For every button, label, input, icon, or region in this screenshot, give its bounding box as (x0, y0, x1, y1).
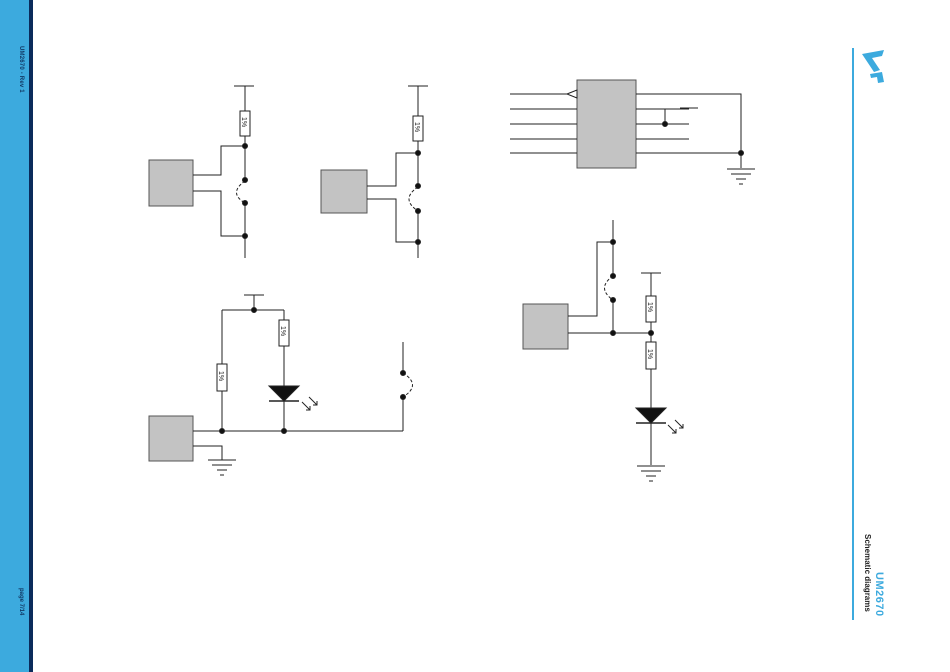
junction-dot (252, 308, 257, 313)
ic-block (149, 160, 193, 206)
ic-block (523, 304, 568, 349)
ic-block (577, 80, 636, 168)
junction-dot (663, 122, 668, 127)
circuit-button-2: 1% (321, 86, 428, 258)
led-icon (636, 408, 666, 423)
circuit-led-2: 1% 1% (523, 220, 683, 481)
resistor-label: 1% (413, 122, 420, 132)
switch-contact (403, 373, 413, 397)
circuit-led-1: 1% 1% (149, 295, 413, 475)
circuit-button-1: 1% (149, 86, 254, 258)
ground-symbol (208, 460, 236, 475)
circuit-connector (510, 80, 755, 184)
ground-symbol (727, 169, 755, 184)
resistor-label: 1% (279, 326, 286, 336)
ground-symbol (637, 466, 665, 481)
resistor-label: 1% (646, 349, 653, 359)
ic-block (321, 170, 367, 213)
led-icon (269, 386, 299, 401)
resistor-label: 1% (217, 371, 224, 381)
switch-contact (409, 187, 418, 211)
switch-contact (605, 276, 614, 300)
resistor-label: 1% (240, 117, 247, 127)
junction-dot (416, 151, 421, 156)
switch-contact (237, 181, 246, 203)
junction-dot (611, 240, 616, 245)
resistor-label: 1% (646, 302, 653, 312)
junction-dot (243, 144, 248, 149)
ic-block (149, 416, 193, 461)
